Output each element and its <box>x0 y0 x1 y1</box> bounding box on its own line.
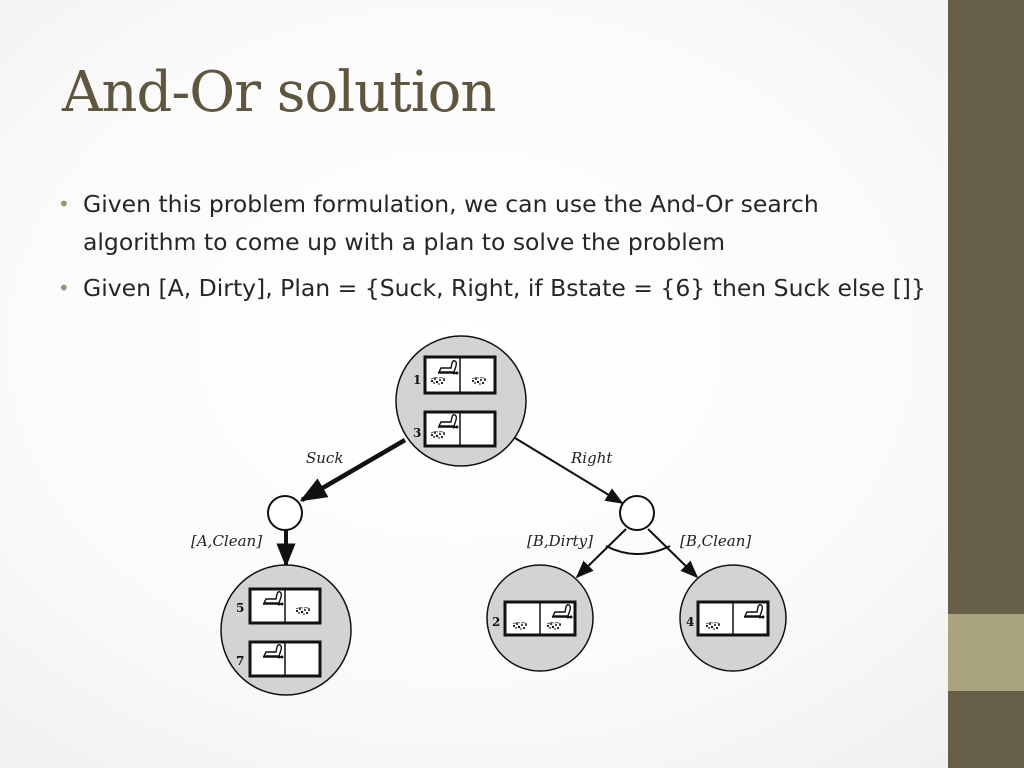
state-label: 5 <box>236 601 244 615</box>
bullet-item: • Given [A, Dirty], Plan = {Suck, Right,… <box>58 269 938 307</box>
leaf-node-b-clean: 4 <box>679 564 787 672</box>
right-edge <box>514 437 624 504</box>
bullet-icon: • <box>58 192 70 216</box>
and-arc <box>605 545 671 555</box>
state-label: 3 <box>413 426 421 440</box>
state-label: 2 <box>492 615 500 629</box>
b-clean-edge <box>647 528 699 579</box>
leaf-node-b-dirty: 2 <box>486 564 594 672</box>
bullet-text: Given this problem formulation, we can u… <box>83 190 819 256</box>
bullet-list: • Given this problem formulation, we can… <box>58 185 938 315</box>
suck-label: Suck <box>306 449 343 467</box>
right-label: Right <box>570 449 613 467</box>
bullet-icon: • <box>58 276 70 300</box>
outcome-node-suck <box>267 495 303 531</box>
root-belief-node: 1 3 <box>395 335 527 467</box>
state-label: 7 <box>236 654 244 668</box>
b-clean-label: [B,Clean] <box>680 532 751 550</box>
state-label: 1 <box>413 373 421 387</box>
b-dirty-edge <box>575 528 627 579</box>
outcome-node-right <box>619 495 655 531</box>
a-clean-label: [A,Clean] <box>191 532 262 550</box>
bullet-item: • Given this problem formulation, we can… <box>58 185 938 261</box>
b-dirty-label: [B,Dirty] <box>527 532 593 550</box>
suck-edge <box>299 438 407 502</box>
leaf-node-a-clean: 5 7 <box>220 564 352 696</box>
slide-title: And-Or solution <box>62 60 496 125</box>
bullet-text: Given [A, Dirty], Plan = {Suck, Right, i… <box>83 274 926 302</box>
state-label: 4 <box>686 615 694 629</box>
sidebar-accent-block <box>948 614 1024 691</box>
